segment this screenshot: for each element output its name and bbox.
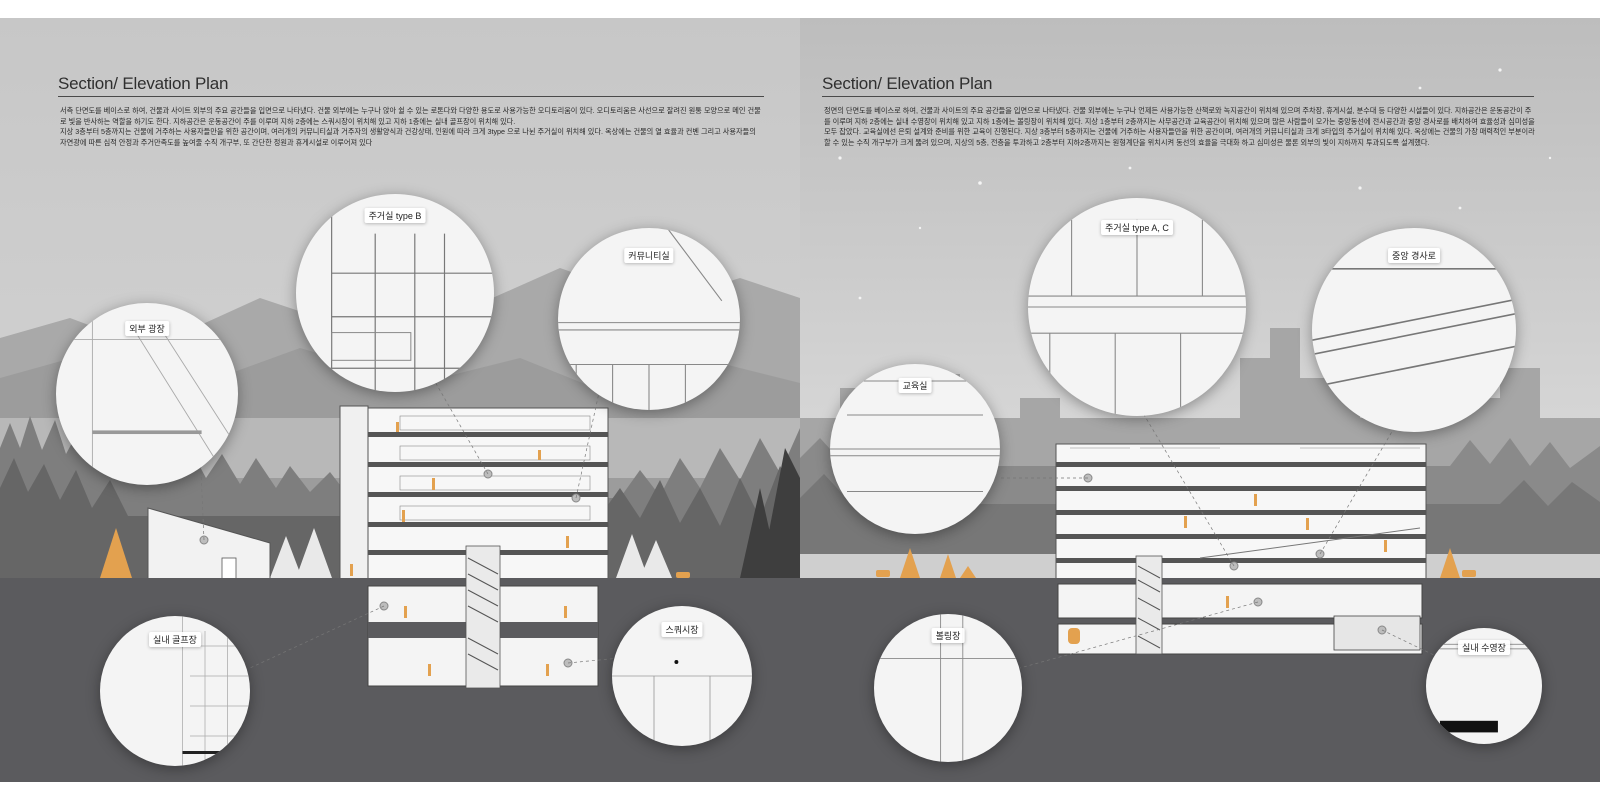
description: 서측 단면도를 베이스로 하여, 건물과 사이트 외부의 주요 공간들을 입면으… [60,106,764,148]
description-paragraph: 정면의 단면도를 베이스로 하여, 건물과 사이트의 주요 공간들을 입면으로 … [824,106,1535,147]
callout-label: 주거실 type B [364,208,426,223]
callout-bowling-alley: 볼링장 [874,614,1022,762]
callout-label: 교육실 [898,378,932,393]
callout-residence-type-b: 주거실 type B [296,194,494,392]
callout-indoor-pool: 실내 수영장 [1426,628,1542,744]
description-paragraph: 서측 단면도를 베이스로 하여, 건물과 사이트 외부의 주요 공간들을 입면으… [60,106,761,126]
callout-label: 실내 수영장 [1458,640,1510,655]
callout-label: 주거실 type A, C [1101,220,1173,235]
callout-label: 실내 골프장 [149,632,201,647]
description: 정면의 단면도를 베이스로 하여, 건물과 사이트의 주요 공간들을 입면으로 … [824,106,1536,148]
callout-residence-type-ac: 주거실 type A, C [1028,198,1246,416]
callout-label: 스쿼시장 [661,622,703,637]
callout-label: 중앙 경사로 [1388,248,1440,263]
heading-rule [58,96,764,97]
callout-label: 외부 광장 [125,321,169,336]
callout-classroom: 교육실 [830,364,1000,534]
description-paragraph: 지상 3층부터 5층까지는 건물에 거주하는 사용자들만을 위한 공간이며, 여… [60,127,756,147]
callout-label: 볼링장 [931,628,965,643]
right-sheet: Section/ Elevation Plan 정면의 단면도를 베이스로 하여… [800,18,1600,782]
callout-outdoor-plaza: 외부 광장 [56,303,238,485]
callout-squash-court: 스쿼시장 [612,606,752,746]
heading-rule [822,96,1534,97]
callout-label: 커뮤니티실 [624,248,674,263]
callout-community-room: 커뮤니티실 [558,228,740,410]
page-heading: Section/ Elevation Plan [58,74,229,93]
callout-central-ramp: 중앙 경사로 [1312,228,1516,432]
page-heading: Section/ Elevation Plan [822,74,993,93]
callout-indoor-golf: 실내 골프장 [100,616,250,766]
left-sheet: Section/ Elevation Plan 서측 단면도를 베이스로 하여,… [0,18,800,782]
